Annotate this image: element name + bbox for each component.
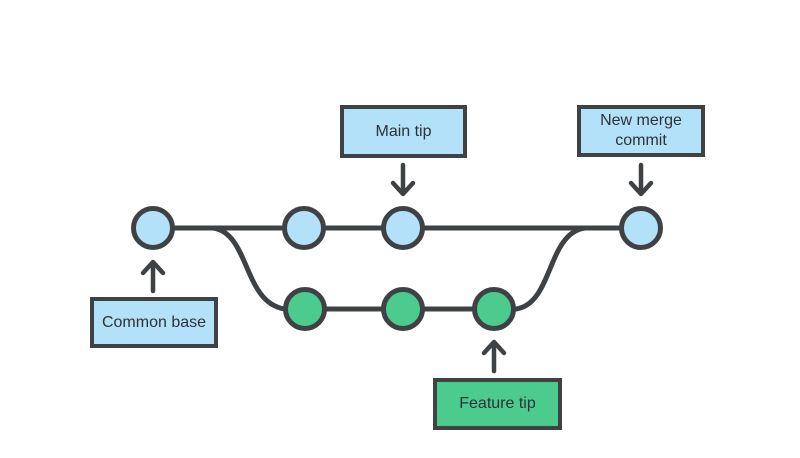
main-tip-arrow-down-icon <box>390 162 416 197</box>
common-base-arrow-up-icon <box>140 259 166 294</box>
feature-tip-label: Feature tip <box>459 395 536 412</box>
main-tip-label-box: Main tip <box>340 105 467 158</box>
branch-off-curve <box>210 225 288 312</box>
feature-commit-node-2 <box>381 287 425 331</box>
common-base-commit-node <box>131 206 175 250</box>
main-tip-commit-node <box>381 206 425 250</box>
main-commit-node-2 <box>282 206 326 250</box>
feature-tip-arrow-up-icon <box>481 339 507 374</box>
common-base-label: Common base <box>101 313 207 331</box>
new-merge-commit-label: New merge commit <box>600 112 682 149</box>
feature-tip-label-box: Feature tip <box>433 378 562 430</box>
merge-curve <box>513 225 588 312</box>
main-tip-label: Main tip <box>375 122 432 140</box>
common-base-label-box: Common base <box>90 297 218 348</box>
merge-commit-node <box>619 206 663 250</box>
feature-tip-commit-node <box>472 287 516 331</box>
new-merge-commit-arrow-down-icon <box>628 162 654 197</box>
feature-commit-node-1 <box>283 287 327 331</box>
new-merge-commit-label-box: New merge commit <box>577 105 705 157</box>
